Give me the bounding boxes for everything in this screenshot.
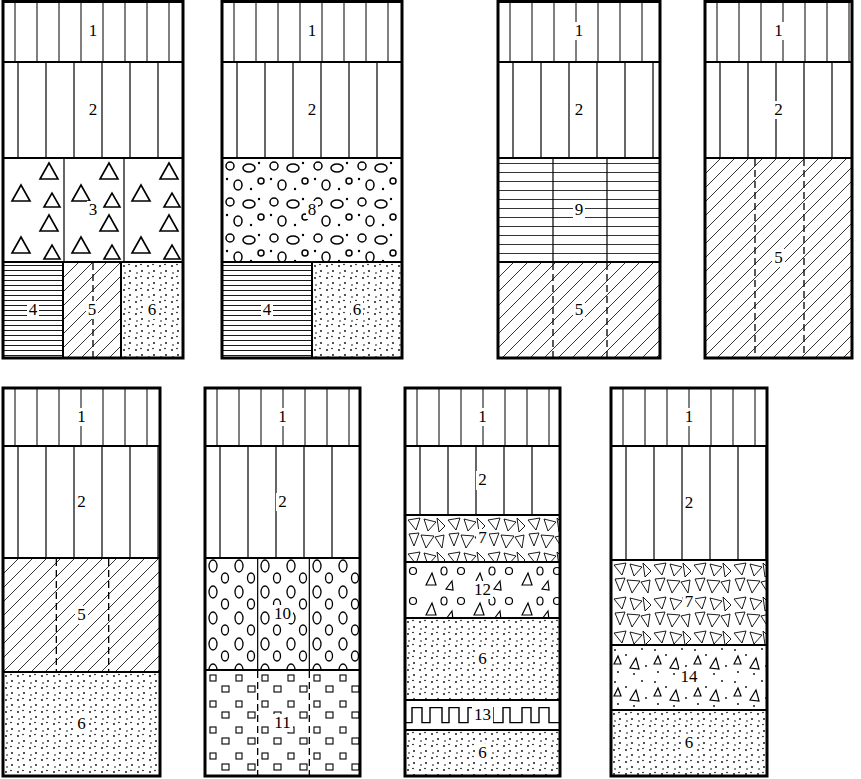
- layer-number: 6: [351, 301, 364, 320]
- soil-layer: 2: [405, 446, 560, 515]
- layer-number: 1: [772, 22, 785, 41]
- layer-number: 2: [573, 101, 586, 120]
- soil-layer: 1: [498, 0, 660, 62]
- layer-number: 4: [27, 301, 40, 320]
- layer-number: 6: [476, 650, 489, 669]
- soil-layer: 1: [3, 0, 183, 62]
- soil-layer: 10: [205, 558, 360, 670]
- soil-layer: 5: [705, 158, 852, 358]
- soil-layer: 6: [405, 618, 560, 700]
- soil-layer: 7: [611, 560, 767, 645]
- layer-number: 6: [75, 715, 88, 734]
- layer-number: 1: [75, 408, 88, 427]
- soil-layer: 1: [205, 388, 360, 446]
- soil-layer: 2: [3, 446, 160, 558]
- layer-number: 13: [472, 706, 493, 725]
- soil-layer: 4: [222, 262, 312, 358]
- layer-number: 2: [276, 493, 289, 512]
- layer-number: 12: [472, 581, 493, 600]
- layer-number: 1: [683, 408, 696, 427]
- layer-number: 1: [573, 22, 586, 41]
- soil-layer: 9: [498, 158, 660, 262]
- layer-number: 7: [683, 593, 696, 612]
- soil-layer: 5: [3, 558, 160, 672]
- soil-layer: 4: [3, 262, 63, 358]
- layer-number: 5: [86, 301, 99, 320]
- layer-number: 8: [306, 201, 319, 220]
- soil-layer: 2: [3, 62, 183, 158]
- soil-layer: 6: [405, 730, 560, 776]
- soil-layer: 6: [611, 710, 767, 776]
- soil-layer: 1: [611, 388, 767, 446]
- soil-layer: 7: [405, 515, 560, 562]
- soil-layer: 1: [705, 0, 852, 62]
- layer-number: 7: [476, 529, 489, 548]
- layer-number: 2: [476, 471, 489, 490]
- layer-number: 1: [476, 408, 489, 427]
- layer-number: 5: [75, 606, 88, 625]
- soil-layer: 2: [705, 62, 852, 158]
- layer-number: 6: [146, 301, 159, 320]
- layer-number: 14: [679, 668, 700, 687]
- soil-layer: 6: [3, 672, 160, 776]
- soil-layer: 6: [312, 262, 402, 358]
- soil-layer: 5: [63, 262, 121, 358]
- layer-number: 10: [272, 605, 293, 624]
- layer-number: 1: [87, 22, 100, 41]
- soil-layer: 8: [222, 158, 402, 262]
- layer-number: 2: [683, 494, 696, 513]
- soil-layer: 1: [222, 0, 402, 62]
- soil-layer: 1: [3, 388, 160, 446]
- soil-layer: 6: [121, 262, 183, 358]
- soil-layer: 12: [405, 562, 560, 618]
- layer-number: 5: [772, 249, 785, 268]
- layer-number: 6: [476, 744, 489, 763]
- soil-layer: 13: [405, 700, 560, 730]
- soil-layer: 3: [3, 158, 183, 262]
- layer-number: 1: [306, 22, 319, 41]
- layer-number: 9: [573, 201, 586, 220]
- soil-layer: 2: [205, 446, 360, 558]
- soil-layer: 14: [611, 645, 767, 710]
- layer-number: 2: [75, 493, 88, 512]
- soil-layer: 5: [498, 262, 660, 358]
- soil-layer: 2: [498, 62, 660, 158]
- soil-layer: 11: [205, 670, 360, 776]
- layer-number: 5: [573, 301, 586, 320]
- layer-number: 11: [272, 714, 292, 733]
- layer-number: 6: [683, 734, 696, 753]
- layer-number: 2: [306, 101, 319, 120]
- layer-number: 1: [276, 408, 289, 427]
- layer-number: 3: [87, 201, 100, 220]
- soil-layer: 2: [222, 62, 402, 158]
- soil-layer: 1: [405, 388, 560, 446]
- soil-layer: 2: [611, 446, 767, 560]
- layer-number: 2: [772, 101, 785, 120]
- layer-number: 2: [87, 101, 100, 120]
- layer-number: 4: [261, 301, 274, 320]
